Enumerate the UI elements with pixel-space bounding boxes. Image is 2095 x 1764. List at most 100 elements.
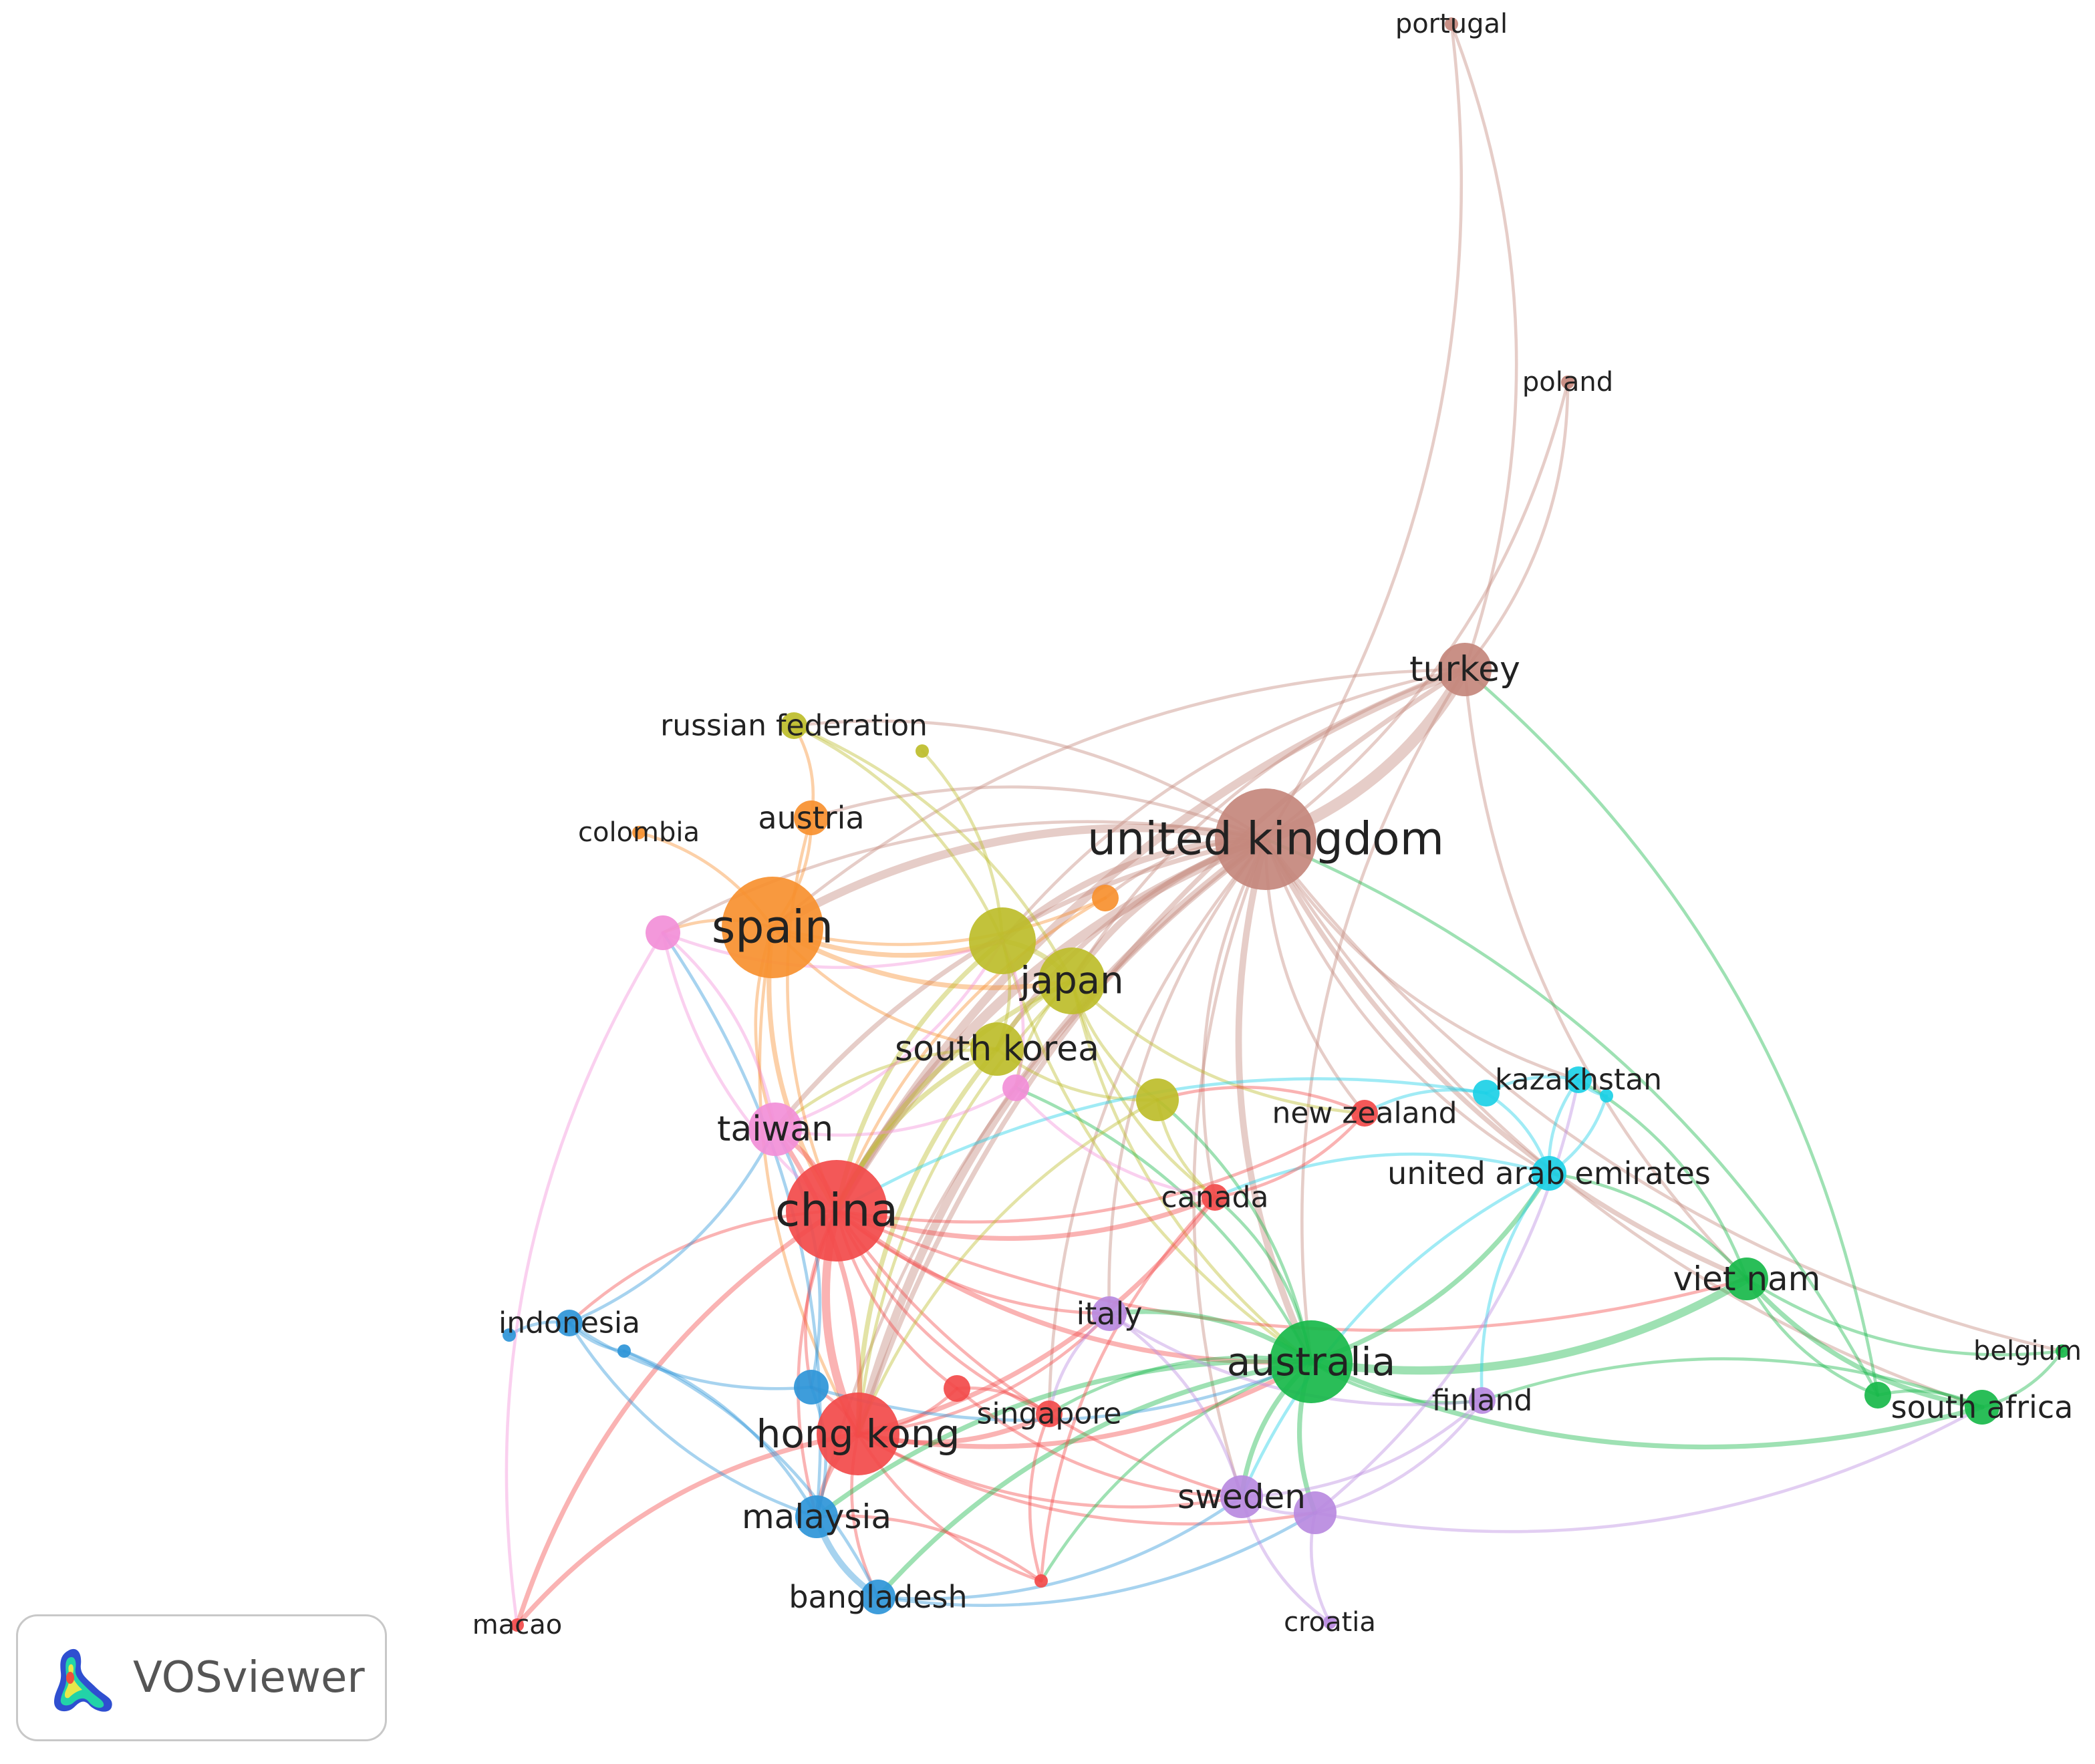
node-blue-c[interactable] (617, 1344, 631, 1358)
node-china[interactable] (786, 1160, 887, 1262)
label-poland: poland (1522, 367, 1613, 398)
link-australia-red_b (1039, 1360, 1313, 1583)
link-indonesia-blue_a (567, 1321, 813, 1390)
link-orange_unlabeled-china (835, 896, 1107, 1213)
node-south-africa[interactable] (1965, 1390, 1999, 1425)
label-macao: macao (472, 1610, 562, 1640)
label-finland: finland (1432, 1384, 1533, 1418)
node-poland[interactable] (1561, 376, 1574, 389)
node-kazakhstan[interactable] (1565, 1066, 1592, 1093)
label-layer: united kingdomturkeypolandportugalspaina… (472, 9, 2082, 1640)
node-olive-c[interactable] (916, 744, 929, 758)
node-olive-a[interactable] (969, 907, 1036, 974)
vosviewer-wordmark: VOSviewer (133, 1653, 365, 1703)
label-bangladesh: bangladesh (789, 1579, 967, 1615)
node-finland[interactable] (1469, 1387, 1496, 1414)
node-italy[interactable] (1092, 1296, 1127, 1331)
link-taiwan-pink_b (773, 1086, 1018, 1137)
node-orange-unlabeled[interactable] (1092, 885, 1119, 911)
label-hong-kong: hong kong (756, 1411, 960, 1457)
label-austria: austria (758, 800, 864, 836)
node-colombia[interactable] (632, 826, 646, 839)
node-purple-a[interactable] (1294, 1491, 1337, 1534)
link-japan-russian_federation (792, 724, 1074, 983)
link-taiwan-olive_a (773, 939, 1004, 1131)
node-japan[interactable] (1038, 947, 1105, 1014)
link-australia-united_arab_emirates (1308, 1171, 1552, 1364)
node-olive-b[interactable] (1136, 1078, 1179, 1121)
node-united-kingdom[interactable] (1215, 788, 1316, 890)
link-olive_a-australia (1000, 939, 1313, 1364)
node-cyan-b[interactable] (1600, 1089, 1613, 1102)
link-turkey-china (832, 665, 1470, 1215)
label-new-zealand: new zealand (1272, 1096, 1457, 1131)
node-green-a[interactable] (1864, 1382, 1891, 1409)
node-croatia[interactable] (1323, 1616, 1337, 1629)
node-viet-nam[interactable] (1725, 1258, 1768, 1300)
link-china-australia (834, 1208, 1314, 1365)
node-indonesia[interactable] (556, 1310, 583, 1336)
node-pink-a[interactable] (646, 915, 680, 950)
link-australia-pink_b (1014, 1086, 1313, 1364)
link-green_a-united_kingdom (1264, 837, 1880, 1397)
node-new-zealand[interactable] (1351, 1100, 1378, 1127)
node-red-b[interactable] (1034, 1574, 1048, 1588)
link-south_korea-hong_kong (855, 1046, 1000, 1437)
link-united_kingdom-australia (1235, 836, 1314, 1365)
node-turkey[interactable] (1438, 643, 1492, 696)
label-turkey: turkey (1409, 649, 1520, 690)
node-united-arab-emirates[interactable] (1532, 1156, 1566, 1191)
label-indonesia: indonesia (499, 1306, 640, 1340)
label-sweden: sweden (1177, 1477, 1306, 1516)
node-sweden[interactable] (1220, 1475, 1263, 1518)
link-purple_a-kazakhstan (1313, 1078, 1580, 1515)
node-blue-b[interactable] (503, 1328, 516, 1342)
link-united_kingdom-spain (768, 823, 1270, 932)
node-bangladesh[interactable] (861, 1580, 895, 1614)
link-united_kingdom-russian_federation (792, 719, 1268, 841)
link-south_korea-taiwan (773, 1047, 999, 1131)
node-canada[interactable] (1202, 1184, 1228, 1211)
node-red-a[interactable] (944, 1375, 970, 1402)
link-new_zealand-olive_b (1155, 1085, 1367, 1115)
node-spain[interactable] (722, 877, 823, 978)
link-united_kingdom-south_africa (1264, 837, 1984, 1409)
node-pink-b[interactable] (1002, 1074, 1029, 1101)
label-united-arab-emirates: united arab emirates (1387, 1155, 1711, 1191)
node-cyan-a[interactable] (1473, 1080, 1500, 1107)
link-sweden-italy (1107, 1312, 1244, 1499)
node-singapore[interactable] (1036, 1401, 1063, 1427)
label-spain: spain (712, 901, 833, 954)
link-turkey-australia (1300, 668, 1467, 1364)
link-united_kingdom-viet_nam (1263, 837, 1750, 1282)
node-taiwan[interactable] (748, 1102, 802, 1156)
node-belgium[interactable] (2056, 1344, 2069, 1358)
label-taiwan: taiwan (717, 1109, 833, 1149)
link-united_arab_emirates-finland (1480, 1171, 1551, 1403)
node-russian-federation[interactable] (781, 712, 807, 739)
label-australia: australia (1227, 1339, 1395, 1384)
node-blue-a[interactable] (794, 1370, 829, 1405)
link-united_kingdom-china (831, 834, 1271, 1216)
node-malaysia[interactable] (795, 1495, 838, 1538)
link-united_kingdom-austria (809, 785, 1268, 841)
link-indonesia-taiwan (567, 1127, 777, 1325)
link-red_b-malaysia (815, 1514, 1043, 1583)
node-south-korea[interactable] (970, 1022, 1024, 1076)
link-united_kingdom-belgium (1264, 837, 2064, 1353)
link-malaysia-blue_c (622, 1349, 819, 1519)
node-austria[interactable] (794, 800, 829, 835)
link-olive_a-russian_federation (792, 724, 1004, 943)
link-china-sweden (835, 1209, 1244, 1499)
link-turkey-olive_a (1000, 668, 1467, 943)
node-portugal[interactable] (1445, 17, 1458, 31)
link-turkey-portugal (1449, 22, 1518, 672)
link-united_arab_emirates-sweden (1240, 1171, 1551, 1499)
link-japan-hong_kong (856, 979, 1074, 1436)
node-hong-kong[interactable] (817, 1392, 899, 1475)
node-macao[interactable] (511, 1618, 524, 1632)
node-australia[interactable] (1270, 1320, 1353, 1403)
link-hong_kong-purple_a (856, 1432, 1317, 1525)
node-layer (503, 17, 2069, 1632)
link-turkey-spain (771, 668, 1467, 929)
